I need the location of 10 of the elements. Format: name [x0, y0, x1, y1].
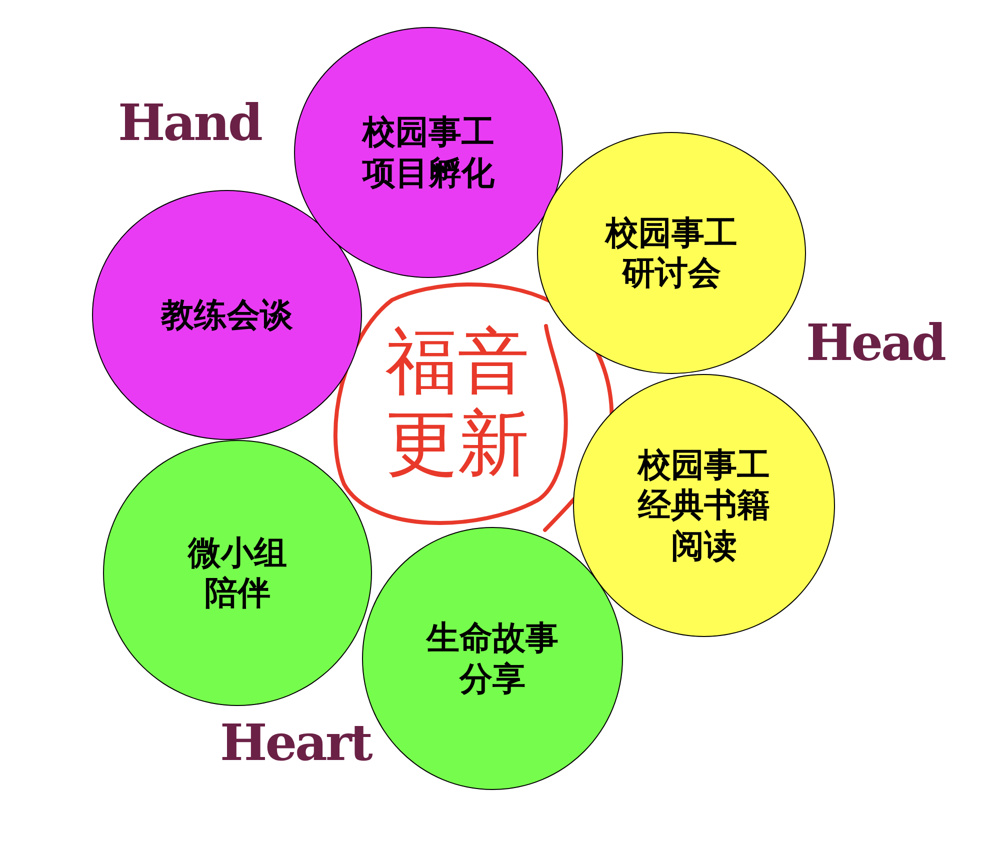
circle-label: 校园事工研讨会 [604, 212, 738, 294]
circle-label: 校园事工经典书籍阅读 [636, 445, 771, 566]
circle-label: 微小组陪伴 [186, 532, 288, 614]
circle-label: 生命故事分享 [424, 618, 560, 699]
circle-label: 校园事工项目孵化 [360, 112, 496, 193]
center-label: 福音更新 [384, 320, 531, 484]
category-label: Hand [118, 98, 261, 148]
category-label: Heart [220, 718, 371, 768]
category-label: Head [806, 318, 944, 368]
circle-label: 教练会谈 [160, 294, 294, 336]
